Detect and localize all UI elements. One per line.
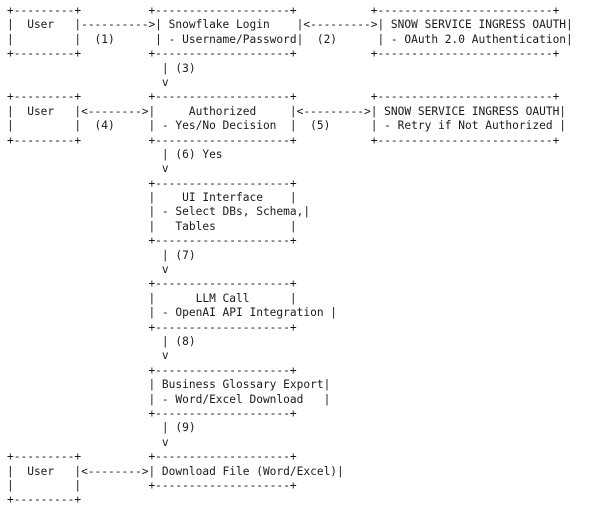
diagram-line: +--------------------+ [7, 320, 297, 334]
diagram-line: +--------------------+ [7, 406, 297, 420]
diagram-line: | LLM Call | [7, 291, 297, 305]
diagram-line: v [7, 349, 169, 363]
diagram-line: | User |<-------->| Download File (Word/… [7, 464, 344, 478]
diagram-line: | (9) [7, 421, 196, 435]
diagram-line: | Business Glossary Export| [7, 378, 331, 392]
diagram-line: | | (4) | - Yes/No Decision | (5) | - Re… [7, 119, 567, 133]
diagram-line: | (7) [7, 248, 196, 262]
diagram-line: +---------+ +--------------------+ +----… [7, 4, 560, 17]
diagram-line: +--------------------+ [7, 363, 297, 377]
diagram-line: | - OpenAI API Integration | [7, 306, 338, 320]
diagram-line: | - Word/Excel Download | [7, 392, 331, 406]
diagram-line: +---------+ +--------------------+ +----… [7, 133, 560, 147]
diagram-line: v [7, 435, 169, 449]
diagram-line: v [7, 162, 169, 176]
diagram-line: +--------------------+ [7, 277, 297, 291]
diagram-line: | UI Interface | [7, 191, 297, 205]
ascii-flow-diagram: +---------+ +--------------------+ +----… [7, 4, 573, 508]
diagram-line: | | +--------------------+ [7, 478, 297, 492]
diagram-line: +---------+ [7, 493, 82, 507]
diagram-line: | User |---------->| Snowflake Login |<-… [7, 18, 573, 32]
diagram-line: +---------+ +--------------------+ +----… [7, 90, 560, 104]
diagram-line: +---------+ +--------------------+ +----… [7, 47, 560, 61]
diagram-line: | User |<-------->| Authorized |<-------… [7, 104, 567, 118]
diagram-line: | (3) [7, 61, 196, 75]
diagram-line: | (6) Yes [7, 147, 223, 161]
diagram-line: v [7, 263, 169, 277]
diagram-line: | (8) [7, 334, 196, 348]
diagram-line: +--------------------+ [7, 176, 297, 190]
diagram-line: +--------------------+ [7, 234, 297, 248]
diagram-line: v [7, 75, 169, 89]
diagram-line: | | (1) | - Username/Password| (2) | - O… [7, 32, 573, 46]
diagram-line: | Tables | [7, 219, 297, 233]
diagram-line: +---------+ +--------------------+ [7, 450, 297, 464]
diagram-line: | - Select DBs, Schema,| [7, 205, 311, 219]
